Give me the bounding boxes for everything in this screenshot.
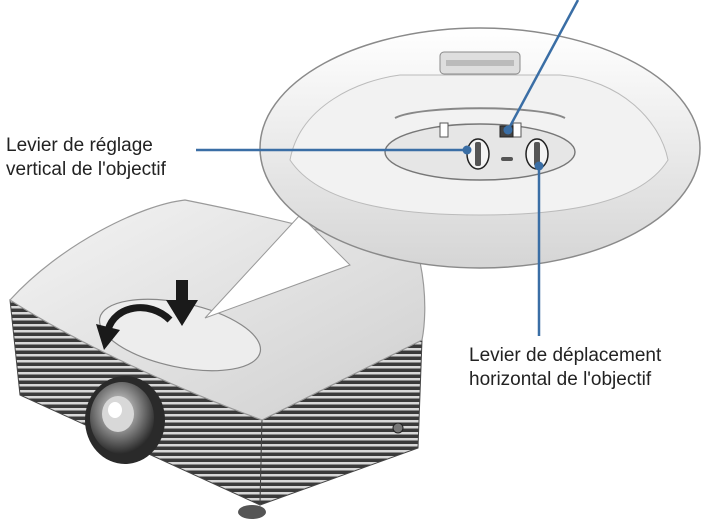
horizontal-lens-lever-label-line2: horizontal de l'objectif: [469, 369, 652, 390]
projector-foot: [238, 505, 266, 519]
rotate-arrow-icon: [96, 304, 173, 350]
press-arrow-icon: [166, 280, 198, 326]
horizontal-lens-lever-label: Levier de déplacement horizontal de l'ob…: [469, 344, 661, 392]
leader-dot-vertical: [462, 145, 472, 155]
leader-dot-horizontal: [534, 161, 544, 171]
leader-line-lock: [506, 0, 580, 131]
zoom-magnified-view: [259, 27, 701, 269]
vertical-lens-lever-label-line1: Levier de réglage: [6, 135, 153, 156]
horizontal-lens-lever-label-line1: Levier de déplacement: [469, 345, 662, 366]
vertical-lens-lever: [466, 138, 490, 170]
leader-lines: [196, 0, 580, 336]
leader-dot-lock: [503, 125, 513, 135]
projector-lens: [85, 376, 165, 464]
projector-side-knob: [392, 422, 404, 434]
vertical-lens-lever-label-line2: vertical de l'objectif: [6, 159, 166, 180]
vertical-lens-lever-label: Levier de réglage vertical de l'objectif: [6, 134, 166, 182]
zoom-connector: [204, 214, 351, 319]
